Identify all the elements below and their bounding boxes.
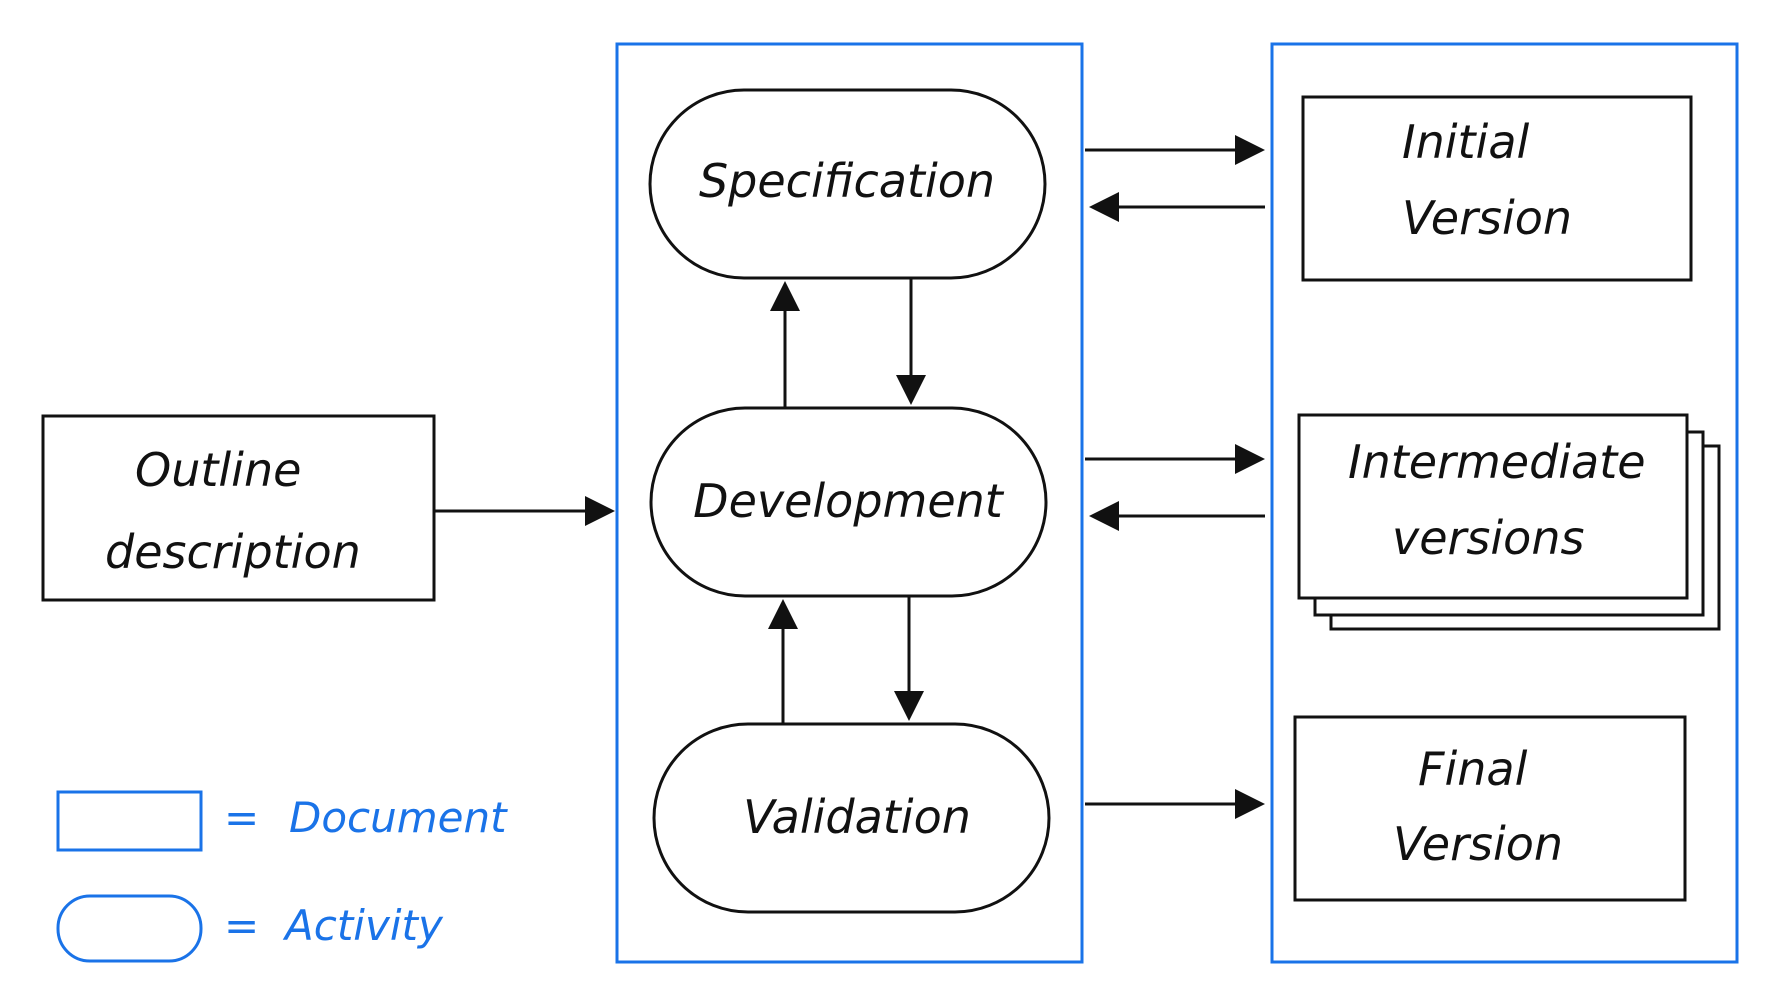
final-version-document: Final Version	[1293, 715, 1687, 902]
final-version-line2: Version	[1393, 817, 1563, 871]
legend-document-swatch	[56, 790, 203, 852]
outputs-container	[1270, 42, 1739, 964]
validation-label: Validation	[743, 790, 971, 844]
outline-description-line2: description	[105, 525, 361, 579]
activities-container	[615, 42, 1084, 964]
initial-version-line2: Version	[1402, 191, 1572, 245]
activity-validation: Validation	[652, 722, 1051, 914]
final-version-line1: Final	[1418, 742, 1528, 796]
legend-document-equals: =	[224, 793, 259, 842]
development-label: Development	[693, 474, 1005, 528]
activity-development: Development	[649, 406, 1048, 598]
initial-version-line1: Initial	[1402, 115, 1530, 169]
intermediate-versions-line2: versions	[1392, 511, 1584, 565]
legend-activity-equals: =	[224, 901, 259, 950]
intermediate-versions-document-stack: Intermediate versions	[1297, 413, 1721, 631]
legend-activity-swatch	[56, 894, 203, 963]
activity-specification: Specification	[648, 88, 1047, 280]
outline-description-line1: Outline	[135, 443, 301, 497]
specification-label: Specification	[699, 154, 995, 208]
outline-description-document: Outline description	[41, 414, 436, 602]
legend: = Document = Activity	[56, 790, 508, 963]
initial-version-document: Initial Version	[1301, 95, 1693, 282]
legend-document-label: Document	[289, 793, 508, 842]
intermediate-versions-line1: Intermediate	[1348, 435, 1646, 489]
legend-activity-label: Activity	[282, 901, 444, 950]
